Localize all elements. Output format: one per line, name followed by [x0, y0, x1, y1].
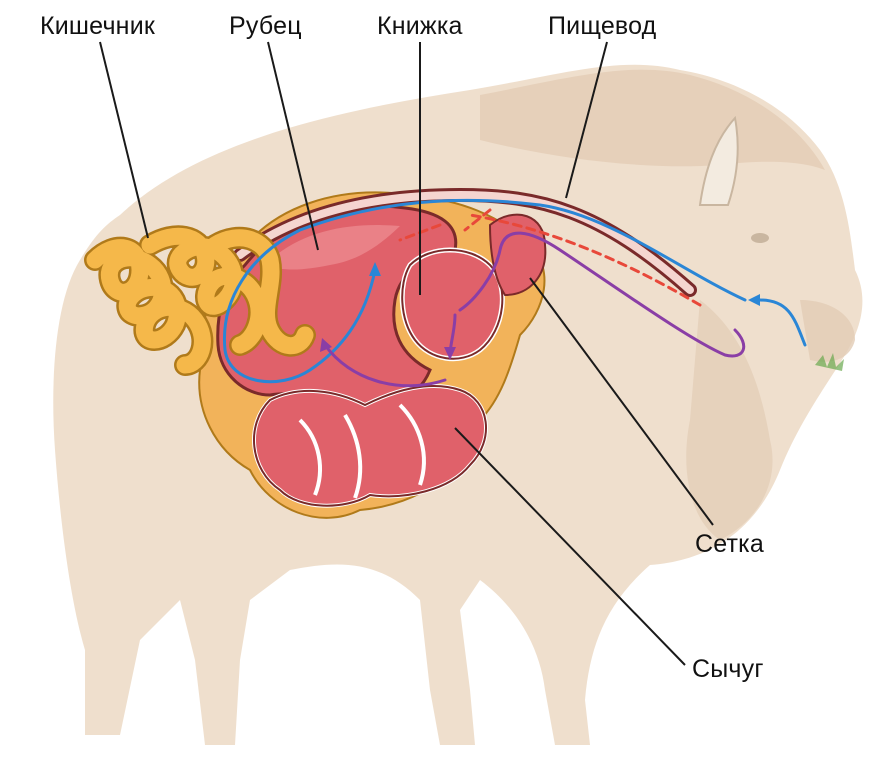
bison-eye: [751, 233, 769, 243]
label-rumen: Рубец: [229, 14, 302, 39]
label-reticulum: Сетка: [695, 532, 764, 557]
label-esophagus: Пищевод: [548, 14, 656, 39]
label-omasum: Книжка: [377, 14, 463, 39]
label-intestine: Кишечник: [40, 14, 155, 39]
leader-intestine: [100, 42, 148, 238]
label-abomasum: Сычуг: [692, 657, 764, 682]
